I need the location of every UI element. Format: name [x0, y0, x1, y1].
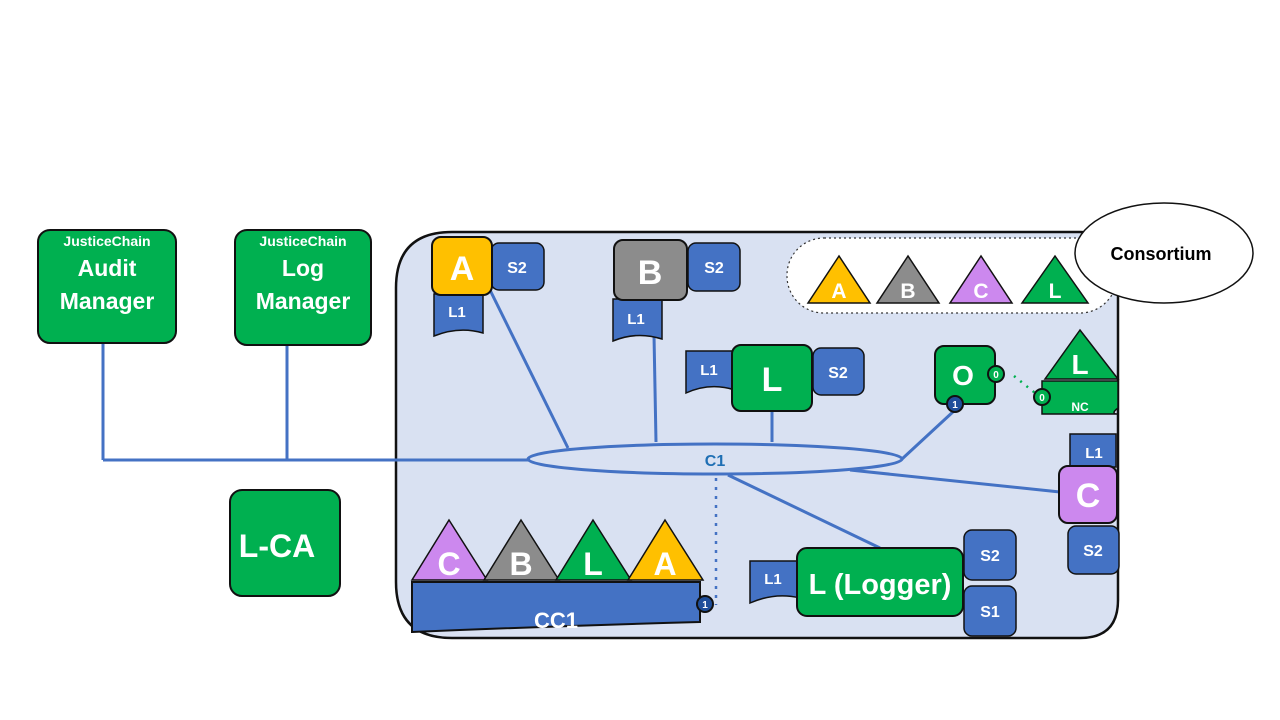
peer-c-storage — [1067, 525, 1120, 575]
cc-owner-c — [410, 518, 489, 581]
audit-manager-line2: Manager — [60, 288, 155, 314]
peer-c-ledger — [1069, 433, 1117, 468]
audit-manager[interactable] — [37, 229, 177, 344]
cc-owner-c-label: C — [437, 546, 460, 582]
connection-lines — [101, 289, 1061, 550]
cc-owner-b — [482, 518, 561, 581]
consortium-member-l-label: L — [1049, 280, 1062, 303]
nc-owner-triangle — [1043, 328, 1120, 380]
peer-a-label: A — [450, 250, 475, 288]
orderer-label: O — [952, 360, 974, 391]
cc-owner-l-label: L — [583, 546, 603, 582]
log-manager-line2: Manager — [256, 288, 351, 314]
certificate-authority[interactable] — [229, 489, 341, 597]
peer-l[interactable] — [731, 344, 813, 412]
consortium-member-l — [1020, 254, 1090, 304]
channel-label: C1 — [705, 453, 726, 470]
peer-c-label: C — [1076, 477, 1101, 515]
cc-owner-a — [626, 518, 705, 581]
logger-storage-1-label: S2 — [980, 548, 1000, 565]
chaincode-port — [696, 595, 714, 613]
audit-manager-line1: Audit — [78, 255, 137, 281]
consortium-member-b-label: B — [900, 280, 915, 303]
peer-a[interactable] — [431, 236, 493, 296]
chaincode-port-label: 1 — [702, 600, 708, 611]
peer-c-storage-label: S2 — [1083, 543, 1103, 560]
orderer-port-0-label: 0 — [993, 370, 999, 381]
consortium-member-c — [948, 254, 1014, 304]
logger-peer-label: L (Logger) — [809, 569, 952, 601]
consortium-member-c-label: C — [973, 280, 988, 303]
consortium-label-bubble — [1074, 202, 1254, 304]
peer-l-ledger-label: L1 — [700, 362, 718, 379]
nc-port-label: 0 — [1039, 393, 1045, 404]
logger-storage-2 — [963, 585, 1017, 637]
audit-manager-brand: JusticeChain — [63, 233, 150, 249]
peer-c-ledger-label: L1 — [1085, 445, 1103, 462]
logger-storage-2-label: S1 — [980, 604, 1000, 621]
cc-owner-l — [554, 518, 633, 581]
consortium-label: Consortium — [1111, 244, 1212, 264]
peer-b-label: B — [638, 254, 663, 292]
orderer-port-1-label: 1 — [952, 400, 958, 411]
chaincode-owners: C B L A — [410, 518, 705, 582]
peer-a-ledger-label: L1 — [448, 304, 466, 321]
logger-peer[interactable] — [796, 547, 964, 617]
log-manager-line1: Log — [282, 255, 324, 281]
peer-b-ledger — [612, 298, 663, 343]
peer-a-ledger — [433, 293, 484, 338]
consortium-members: A B C L — [806, 254, 1090, 304]
peer-c[interactable] — [1058, 465, 1118, 524]
channel-c1[interactable] — [526, 442, 904, 476]
certificate-authority-label: L-CA — [239, 528, 315, 564]
logger-storage-1 — [963, 529, 1017, 581]
peer-b[interactable] — [613, 239, 688, 301]
network-config[interactable] — [1041, 380, 1119, 415]
consortium-member-a-label: A — [831, 280, 846, 303]
nc-port — [1033, 388, 1051, 406]
orderer-port-0 — [987, 365, 1005, 383]
consortium-member-a — [806, 254, 872, 304]
chaincode-label: CC1 — [534, 608, 578, 633]
peer-l-storage-label: S2 — [828, 365, 848, 382]
peer-l-label: L — [762, 361, 783, 399]
cc-owner-b-label: B — [509, 546, 532, 582]
peer-a-storage-label: S2 — [507, 260, 527, 277]
consortium-member-b — [875, 254, 941, 304]
log-manager-brand: JusticeChain — [259, 233, 346, 249]
network-config-label: NC — [1071, 400, 1089, 414]
orderer-port-1 — [946, 395, 964, 413]
log-manager[interactable] — [234, 229, 372, 346]
peer-b-storage-label: S2 — [704, 260, 724, 277]
logger-ledger-label: L1 — [764, 571, 782, 588]
nc-owner-label: L — [1071, 349, 1088, 380]
cc-owner-a-label: A — [653, 546, 676, 582]
peer-b-ledger-label: L1 — [627, 311, 645, 328]
